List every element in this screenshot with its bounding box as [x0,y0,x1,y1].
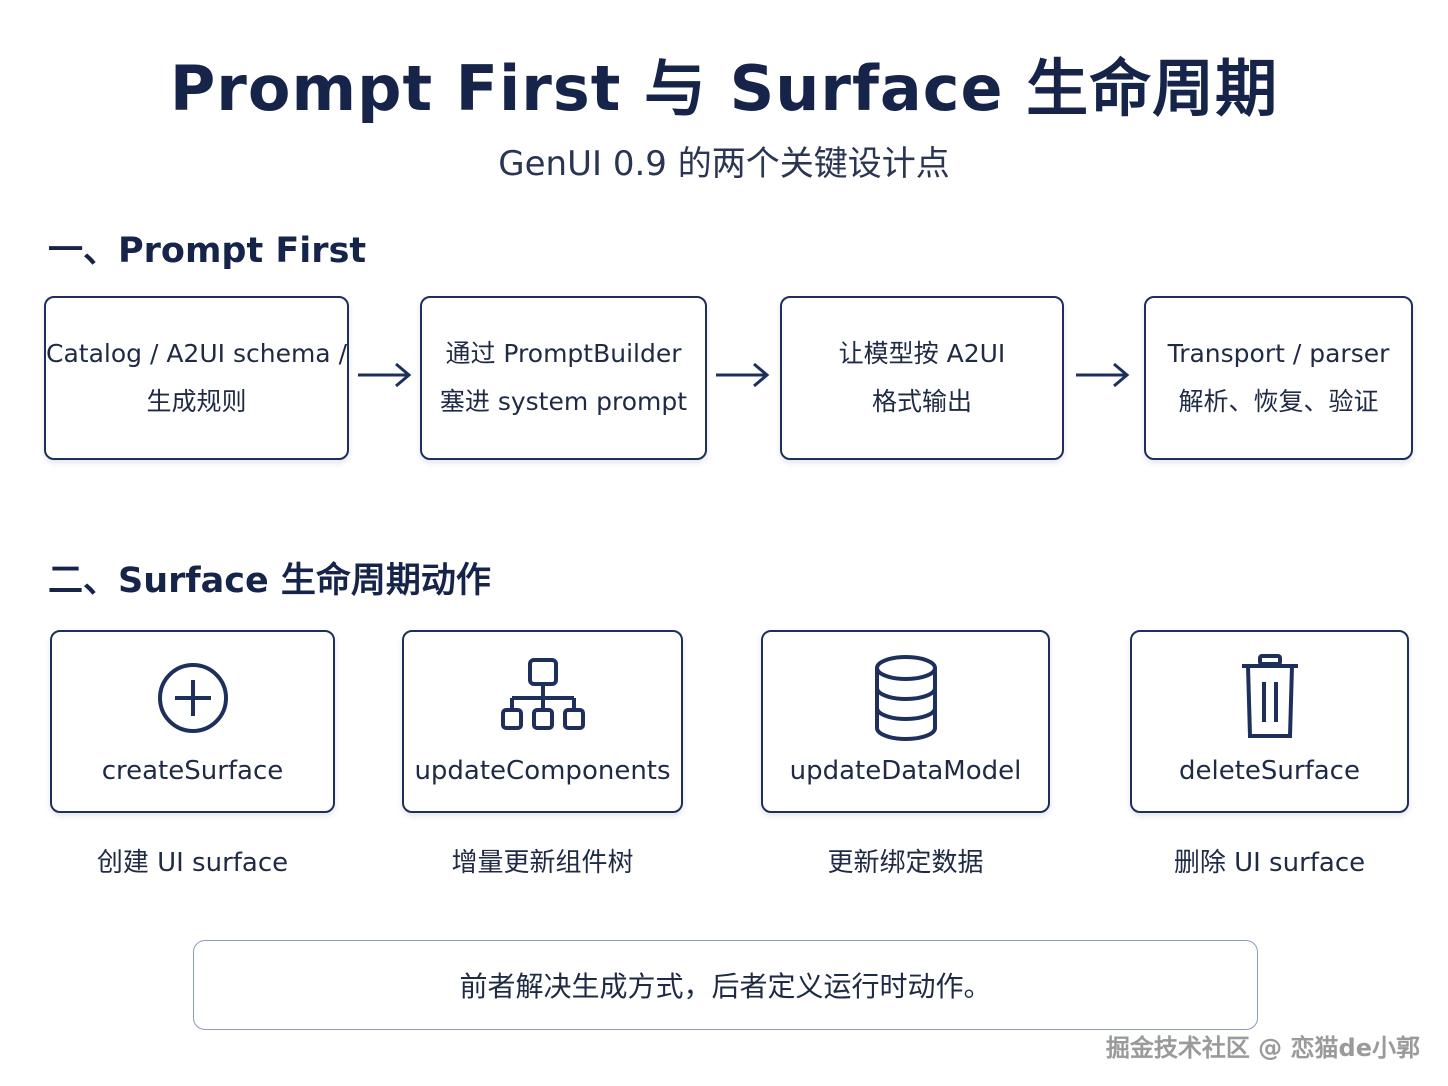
hierarchy-tree-icon [500,658,585,730]
action-create-surface: createSurface [50,630,335,813]
trash-icon [1241,654,1298,738]
action-update-components: updateComponents [402,630,683,813]
flow-step-text: Catalog / A2UI schema / [46,339,347,368]
flow-step-text: 塞进 system prompt [439,387,688,416]
flow-step-text: 通过 PromptBuilder [445,339,682,368]
action-label: deleteSurface [1179,756,1360,786]
section-surface-lifecycle-title: 二、Surface 生命周期动作 [48,561,491,601]
section-prompt-first-title: 一、Prompt First [48,231,367,271]
flow-step-text: 让模型按 A2UI [838,339,1006,368]
action-caption: 增量更新组件树 [451,848,634,878]
flow-step-text: 解析、恢复、验证 [1178,387,1379,416]
flow-step-catalog: Catalog / A2UI schema / 生成规则 [44,296,349,460]
action-update-data-model: updateDataModel [761,630,1050,813]
right-arrow-icon [716,362,770,388]
page-title: Prompt First 与 Surface 生命周期 [169,52,1279,125]
flow-step-transport-parser: Transport / parser 解析、恢复、验证 [1144,296,1413,460]
summary-note: 前者解决生成方式，后者定义运行时动作。 [193,940,1258,1030]
flow-step-text: 格式输出 [871,387,972,416]
right-arrow-icon [1076,362,1130,388]
action-caption: 更新绑定数据 [827,848,984,878]
action-label: updateComponents [414,756,671,786]
action-delete-surface: deleteSurface [1130,630,1409,813]
database-icon [874,655,937,741]
action-caption: 创建 UI surface [96,848,289,878]
flow-step-model-output: 让模型按 A2UI 格式输出 [780,296,1064,460]
plus-circle-icon [157,663,228,733]
action-label: updateDataModel [789,756,1022,786]
action-caption: 删除 UI surface [1173,848,1366,878]
flow-step-text: Transport / parser [1167,339,1390,368]
flow-step-text: 生成规则 [146,387,247,416]
watermark: 掘金技术社区 @ 恋猫de小郭 [1105,1034,1420,1062]
page-subtitle: GenUI 0.9 的两个关键设计点 [498,144,950,184]
flow-step-prompt-builder: 通过 PromptBuilder 塞进 system prompt [420,296,707,460]
action-label: createSurface [101,756,284,786]
right-arrow-icon [358,362,412,388]
